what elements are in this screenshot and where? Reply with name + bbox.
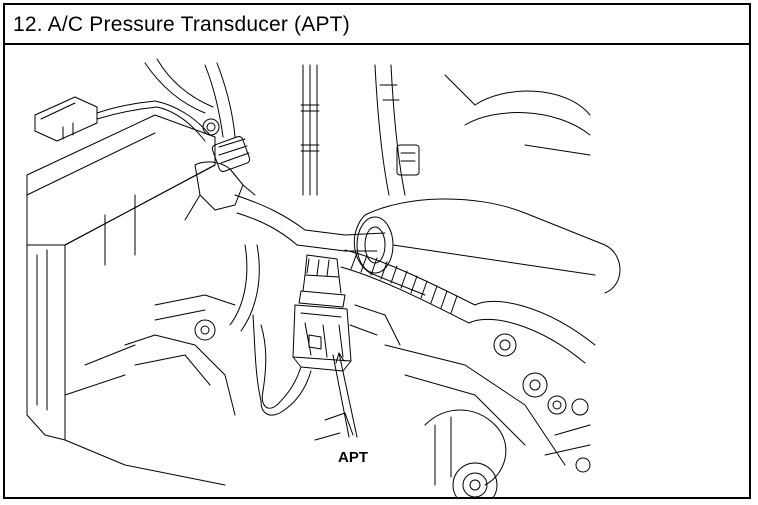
upper-right-outline-drawing — [444, 74, 591, 156]
apt-callout-label: APT — [338, 449, 368, 466]
apt-sensor-drawing — [292, 254, 352, 372]
compressor-drawing — [384, 333, 591, 497]
document-frame: 12. A/C Pressure Transducer (APT) — [3, 3, 751, 499]
center-details-drawing — [229, 244, 401, 441]
bracket-drawing — [184, 135, 256, 221]
wiring-harness-drawing — [252, 314, 312, 416]
page-title: 12. A/C Pressure Transducer (APT) — [13, 13, 350, 36]
upper-connector-drawing — [34, 96, 211, 142]
top-hose-drawing — [144, 58, 236, 138]
battery-box-drawing — [26, 114, 216, 441]
ac-line-drawing — [234, 194, 386, 252]
lower-frame-drawing — [64, 294, 236, 486]
callout-leader-drawing — [332, 352, 358, 438]
vertical-pipes-drawing — [300, 64, 420, 196]
engine-bay-illustration: APT — [26, 58, 621, 497]
receiver-drier-drawing — [353, 198, 621, 296]
corrugated-hose-drawing — [340, 249, 596, 364]
title-bar: 12. A/C Pressure Transducer (APT) — [5, 5, 749, 45]
